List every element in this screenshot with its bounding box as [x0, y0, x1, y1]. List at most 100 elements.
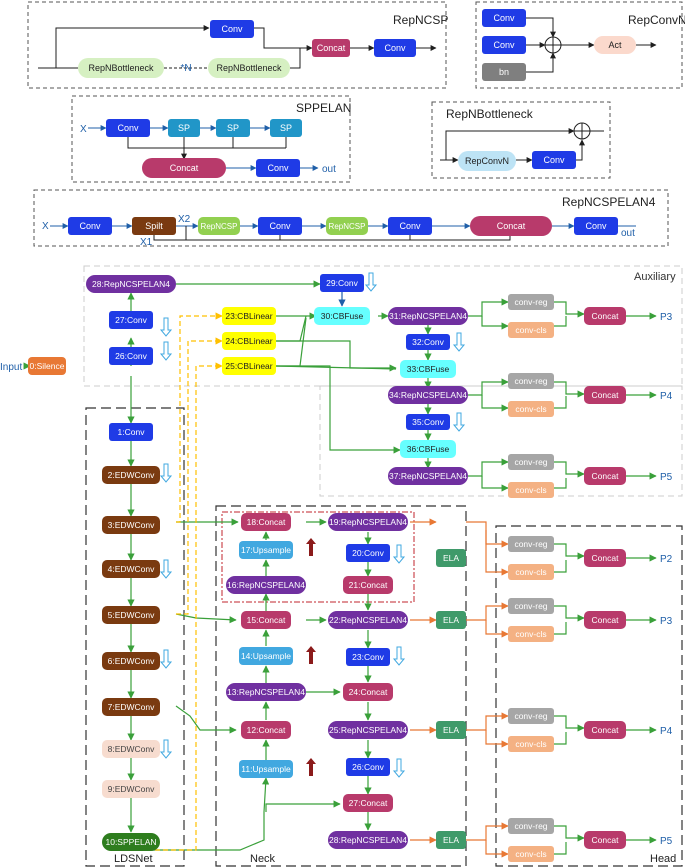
- repncsp-bottleneck1-label: RepNBottleneck: [88, 63, 154, 73]
- node-concat-label: Concat: [592, 615, 620, 625]
- sppelan-title: SPPELAN: [296, 101, 351, 115]
- output-label: P2: [660, 554, 673, 565]
- node-conv-cls-label: conv-cls: [515, 404, 546, 414]
- hint-arrows: [159, 272, 466, 778]
- repnbottleneck-repconvn: [458, 151, 516, 171]
- sppelan-sp3-label: SP: [280, 123, 292, 133]
- node-concat-label: Concat: [592, 725, 620, 735]
- node-conv-reg: [508, 536, 554, 552]
- node-1-conv: [109, 423, 153, 441]
- repncspelan4-concat-label: Concat: [497, 221, 526, 231]
- repncspelan4-spilt-label: Spilt: [145, 221, 163, 231]
- node-concat: [584, 549, 626, 567]
- node-conv-cls: [508, 564, 554, 580]
- output-label: P5: [660, 836, 673, 847]
- repncspelan4-x1-label: X1: [140, 237, 153, 248]
- repnbottleneck-repconvn-label: RepConvN: [465, 156, 509, 166]
- repconvn-conv1: [482, 9, 526, 27]
- repncspelan4-spilt: [132, 217, 176, 235]
- sppelan-sp2: [216, 119, 250, 137]
- repncsp-bottleneck2: [208, 58, 290, 78]
- repncsp-bottleneck1: [78, 58, 164, 78]
- node-6-edwconv-label: 6:EDWConv: [108, 656, 156, 666]
- node-conv-reg-label: conv-reg: [514, 297, 547, 307]
- node-30-cbfuse: [314, 307, 370, 325]
- node-2-edwconv: [102, 466, 160, 484]
- up-arrow-icon: [306, 758, 316, 776]
- node-34-repncspelan4-label: 34:RepNCSPELAN4: [389, 390, 467, 400]
- node-12-concat: [241, 721, 291, 739]
- node-conv-cls: [508, 401, 554, 417]
- node-5-edwconv: [102, 606, 160, 624]
- node-ela: [436, 721, 466, 739]
- repconvn-bn: [482, 63, 526, 81]
- down-arrow-icon: [159, 317, 173, 337]
- repnbottleneck-conv: [532, 151, 576, 169]
- node-concat: [584, 611, 626, 629]
- legend-frames: [27, 1, 683, 247]
- repncspelan4-conv1-label: Conv: [79, 221, 101, 231]
- repconvn-title: RepConvN: [628, 13, 685, 27]
- auxiliary-label: Auxiliary: [634, 271, 676, 283]
- repncspelan4-title: RepNCSPELAN4: [562, 195, 656, 209]
- node-11-upsample-label: 11:Upsample: [241, 764, 291, 774]
- node-conv-cls-label: conv-cls: [515, 325, 546, 335]
- repncspelan4-repncsp2: [326, 217, 368, 235]
- repncsp-conv2-label: Conv: [384, 43, 406, 53]
- node-13-repncspelan4-label: 13:RepNCSPELAN4: [227, 687, 305, 697]
- node-23-cblinear-label: 23:CBLinear: [225, 311, 272, 321]
- node-24-concat-label: 24:Concat: [349, 687, 388, 697]
- repncsp-concat-label: Concat: [317, 43, 346, 53]
- node-5-edwconv-label: 5:EDWConv: [108, 610, 156, 620]
- ldsnet-label: LDSNet: [114, 853, 153, 865]
- node-8-edwconv-label: 8:EDWConv: [108, 744, 156, 754]
- auxiliary-frame: [83, 265, 683, 387]
- node-21-concat-label: 21:Concat: [349, 580, 388, 590]
- repncspelan4-legend: RepNCSPELAN4 X Conv Spilt X2 X1 RepNCSP …: [42, 195, 656, 248]
- down-arrow-icon: [364, 272, 378, 292]
- ldsnet-frame: [85, 407, 185, 867]
- repnbottleneck-title: RepNBottleneck: [446, 107, 534, 121]
- repconvn-bn-label: bn: [499, 67, 509, 77]
- node-17-upsample-label: 17:Upsample: [241, 545, 291, 555]
- down-arrow-icon: [159, 463, 173, 483]
- repnbottleneck-conv-label: Conv: [543, 155, 565, 165]
- node-36-cbfuse-label: 36:CBFuse: [407, 444, 450, 454]
- node-27-concat: [343, 794, 393, 812]
- up-arrow-icon: [306, 538, 316, 556]
- repncsp-concat: [312, 39, 350, 57]
- node-ela: [436, 831, 466, 849]
- node-14-upsample-label: 14:Upsample: [241, 651, 291, 661]
- sppelan-conv2: [256, 159, 300, 177]
- node-conv-cls-label: conv-cls: [515, 485, 546, 495]
- node-29-conv-label: 29:Conv: [326, 278, 358, 288]
- node-conv-reg: [508, 708, 554, 724]
- repncspelan4-conv4-label: Conv: [585, 221, 607, 231]
- node-33-cbfuse-label: 33:CBFuse: [407, 364, 450, 374]
- node-25-cblinear-label: 25:CBLinear: [225, 361, 272, 371]
- neck-frame: [215, 505, 467, 867]
- node-27-concat-label: 27:Concat: [349, 798, 388, 808]
- node-16-repncspelan4: [226, 576, 306, 594]
- node-9-edwconv: [102, 780, 160, 798]
- sppelan-conv-label: Conv: [117, 123, 139, 133]
- node-4-edwconv: [102, 560, 160, 578]
- node-28-repncspelan4: [86, 275, 176, 293]
- node-concat-label: Concat: [592, 471, 620, 481]
- node-conv-cls-label: conv-cls: [515, 567, 546, 577]
- neck-subframe: [221, 511, 415, 603]
- node-1-conv-label: 1:Conv: [118, 427, 146, 437]
- node-conv-reg: [508, 373, 554, 389]
- repconvn-conv1-label: Conv: [493, 13, 515, 23]
- repncspelan4-conv2: [258, 217, 302, 235]
- repncspelan4-conv4: [574, 217, 618, 235]
- node-conv-reg: [508, 818, 554, 834]
- node-29-conv: [320, 274, 364, 292]
- sppelan-conv2-label: Conv: [267, 163, 289, 173]
- output-label: P3: [660, 312, 673, 323]
- node-3-edwconv: [102, 516, 160, 534]
- down-arrow-icon: [159, 341, 173, 361]
- down-arrow-icon: [159, 559, 173, 579]
- repncspelan4-out-label: out: [621, 228, 635, 239]
